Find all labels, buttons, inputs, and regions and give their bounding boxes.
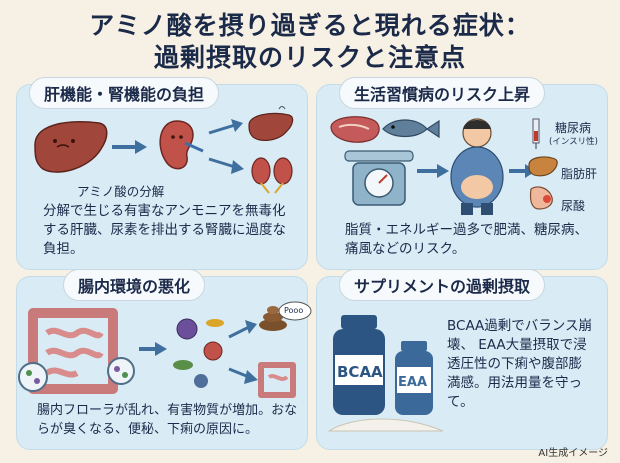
panel-description: 分解で生じる有害なアンモニアを無毒化する肝臓、尿素を排出する腎臓に過度な負担。 <box>43 203 286 257</box>
kidney-icon <box>159 120 204 170</box>
liver-icon <box>248 106 294 141</box>
panel-liver-kidney: 肝機能・腎機能の負担 <box>16 77 308 270</box>
page-title: アミノ酸を摂り過ぎると現れる症状： 過剰摂取のリスクと注意点 <box>0 10 620 74</box>
label-uric-acid: 尿酸 <box>561 199 586 213</box>
arrow-icon <box>112 140 147 154</box>
bacteria-icon <box>173 318 224 388</box>
arrow-icon <box>417 164 449 178</box>
poop-icon <box>259 306 287 331</box>
lifestyle-illustration <box>330 116 558 215</box>
panel-lifestyle-disease: 生活習慣病のリスク上昇 <box>316 77 608 270</box>
arrow-icon <box>208 119 244 174</box>
scale-icon <box>344 150 414 206</box>
panel-heading: 生活習慣病のリスク上昇 <box>339 77 546 109</box>
panel-description: 脂質・エネルギー過多で肥満、糖尿病、痛風などのリスク。 <box>345 222 588 257</box>
fish-icon <box>382 119 440 139</box>
ai-credit: AI生成イメージ <box>538 448 608 459</box>
eaa-bottle-icon <box>395 341 433 415</box>
overweight-person-icon <box>450 118 504 215</box>
panel-supplement-overdose: サプリメントの過剰摂取 BCAA EAA BCAA過剰でバランス崩壊、 EAA大… <box>316 269 608 450</box>
bacteria-magnifier-icon <box>18 357 135 392</box>
intestine-icon <box>258 362 296 398</box>
title-line-2: 過剰摂取のリスクと注意点 <box>153 43 466 72</box>
bcaa-label: BCAA <box>337 363 383 381</box>
supplement-illustration <box>327 315 444 432</box>
panel-description: 腸内フローラが乱れ、有害物質が増加。おならが臭くなる、便秘、下痢の原因に。 <box>37 403 298 437</box>
label-fatty-liver: 脂肪肝 <box>561 167 598 181</box>
gut-illustration <box>18 301 312 398</box>
bcaa-bottle-icon <box>333 315 385 415</box>
arrow-icon <box>139 342 167 356</box>
panel-heading: 肝機能・腎機能の負担 <box>29 77 220 109</box>
kidney-icon <box>251 157 293 194</box>
liver-kidney-illustration <box>34 106 294 194</box>
meat-icon <box>330 116 380 143</box>
panel-heading: 腸内環境の悪化 <box>63 269 206 301</box>
caption-amino-breakdown: アミノ酸の分解 <box>77 184 165 199</box>
bubble-text: Pooo <box>284 306 304 315</box>
panel-heading: サプリメントの過剰摂取 <box>339 269 546 301</box>
fatty-liver-icon <box>528 156 558 177</box>
powder-pile-icon <box>327 418 444 432</box>
label-insulin-note: (インスリ性) <box>549 137 598 147</box>
label-diabetes: 糖尿病 <box>555 121 592 135</box>
panel-gut-environment: 腸内環境の悪化 <box>16 269 312 450</box>
speech-bubble <box>278 301 312 321</box>
arrow-icon <box>228 320 258 384</box>
syringe-icon <box>532 118 540 149</box>
eaa-label: EAA <box>398 375 428 390</box>
liver-icon <box>34 121 108 173</box>
panel-description: BCAA過剰でバランス崩壊、 EAA大量摂取で浸透圧性の下痢や腹部膨満感。用法用… <box>447 318 593 410</box>
title-line-1: アミノ酸を摂り過ぎると現れる症状： <box>89 11 531 40</box>
gout-foot-icon <box>529 186 553 210</box>
